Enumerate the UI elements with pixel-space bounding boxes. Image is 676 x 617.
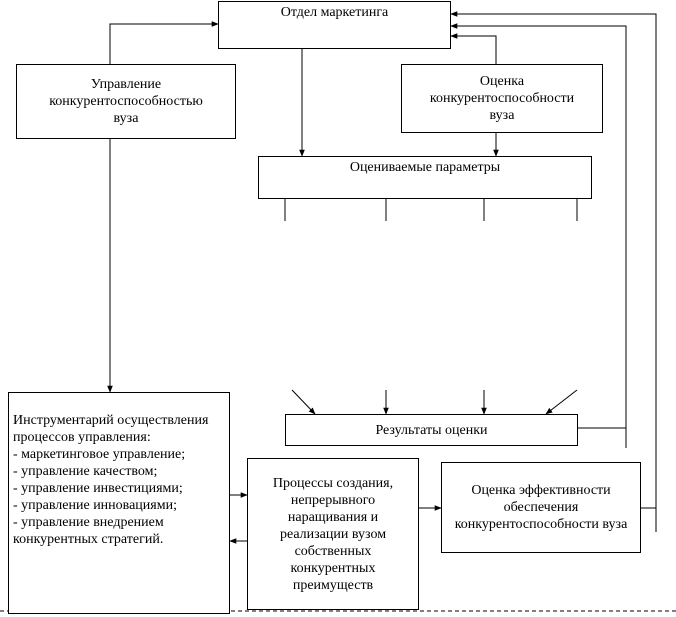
arrow-to-results-4 xyxy=(545,389,578,415)
evaluation-results-label: Результаты оценки xyxy=(375,422,488,438)
evaluated-parameters-box: Оцениваемые параметры xyxy=(258,156,592,199)
efficiency-evaluation-label: Оценка эффективности обеспечения конкуре… xyxy=(454,483,628,532)
arrow-mgmt-to-marketing xyxy=(109,21,219,64)
evaluation-results-box: Результаты оценки xyxy=(285,414,578,446)
competitiveness-management-box: Управление конкурентоспособностью вуза xyxy=(16,64,236,139)
evaluated-parameters-label: Оцениваемые параметры xyxy=(349,160,501,175)
competitiveness-evaluation-label: Оценка конкурентоспособности вуза xyxy=(429,74,575,123)
arrow-eval-to-marketing xyxy=(450,33,497,64)
management-tools-box: Инструментарий осуществления процессов у… xyxy=(8,392,230,614)
competitiveness-evaluation-box: Оценка конкурентоспособности вуза xyxy=(401,64,603,133)
arrow-efficiency-to-marketing xyxy=(450,11,657,509)
advantages-processes-box: Процессы создания, непрерывного наращива… xyxy=(247,458,419,610)
efficiency-evaluation-box: Оценка эффективности обеспечения конкуре… xyxy=(441,462,641,553)
marketing-department-label: Отдел маркетинга xyxy=(280,5,389,20)
management-tools-label: Инструментарий осуществления процессов у… xyxy=(13,413,209,547)
arrow-to-results-1 xyxy=(291,389,316,415)
advantages-processes-label: Процессы создания, непрерывного наращива… xyxy=(272,475,394,593)
competitiveness-management-label: Управление конкурентоспособностью вуза xyxy=(49,77,203,126)
arrow-results-to-marketing xyxy=(450,23,627,429)
marketing-department-box: Отдел маркетинга xyxy=(218,1,451,49)
